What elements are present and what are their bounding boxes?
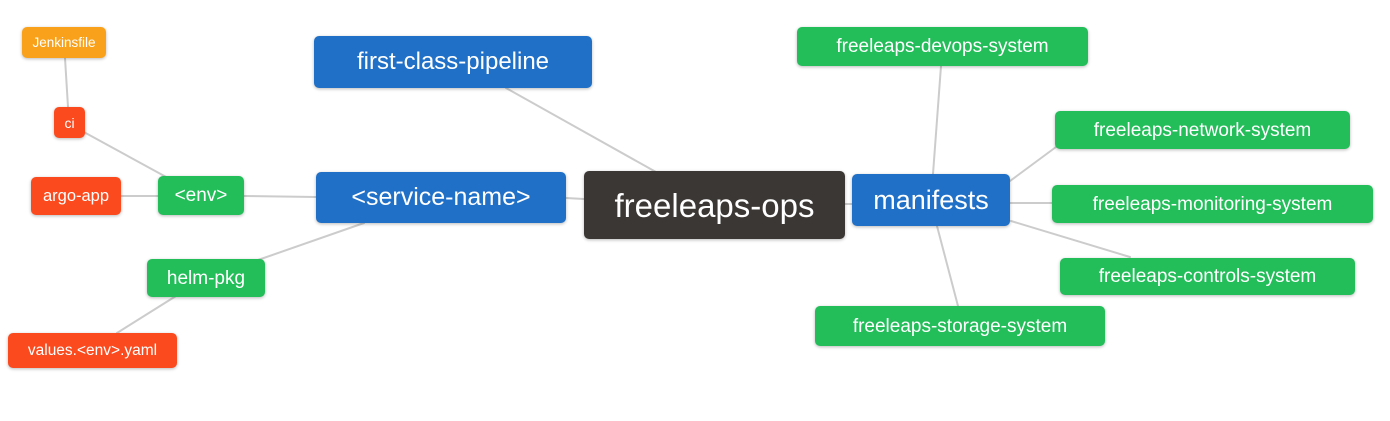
edge-service-name-freeleaps-ops (565, 197, 585, 200)
edge-ci-env (81, 130, 169, 179)
node-freeleaps-devops-system[interactable]: freeleaps-devops-system (797, 27, 1088, 66)
node-freeleaps-network-system[interactable]: freeleaps-network-system (1055, 111, 1350, 149)
node-freeleaps-storage-system[interactable]: freeleaps-storage-system (815, 306, 1105, 346)
node-freeleaps-controls-system[interactable]: freeleaps-controls-system (1060, 258, 1355, 295)
edge-pipeline-freeleaps-ops (505, 87, 657, 173)
node-freeleaps-monitoring-system[interactable]: freeleaps-monitoring-system (1052, 185, 1373, 223)
edge-helm-pkg-service-name (257, 222, 365, 261)
node-manifests[interactable]: manifests (852, 174, 1010, 226)
node-service-name[interactable]: <service-name> (316, 172, 566, 223)
node-argo-app[interactable]: argo-app (31, 177, 121, 215)
node-first-class-pipeline[interactable]: first-class-pipeline (314, 36, 592, 88)
edge-jenkinsfile-ci (64, 57, 69, 108)
edge-manifests-network (1009, 146, 1057, 182)
node-values-env-yaml[interactable]: values.<env>.yaml (8, 333, 177, 368)
node-freeleaps-ops[interactable]: freeleaps-ops (584, 171, 845, 239)
node-env[interactable]: <env> (158, 176, 244, 215)
edge-manifests-devops (932, 65, 942, 175)
node-helm-pkg[interactable]: helm-pkg (147, 259, 265, 297)
edge-values-helm-pkg (116, 295, 177, 334)
edge-manifests-storage (936, 225, 959, 307)
edge-manifests-controls (1010, 220, 1131, 258)
node-jenkinsfile[interactable]: Jenkinsfile (22, 27, 106, 58)
node-ci[interactable]: ci (54, 107, 85, 138)
edge-env-service-name (243, 195, 317, 198)
